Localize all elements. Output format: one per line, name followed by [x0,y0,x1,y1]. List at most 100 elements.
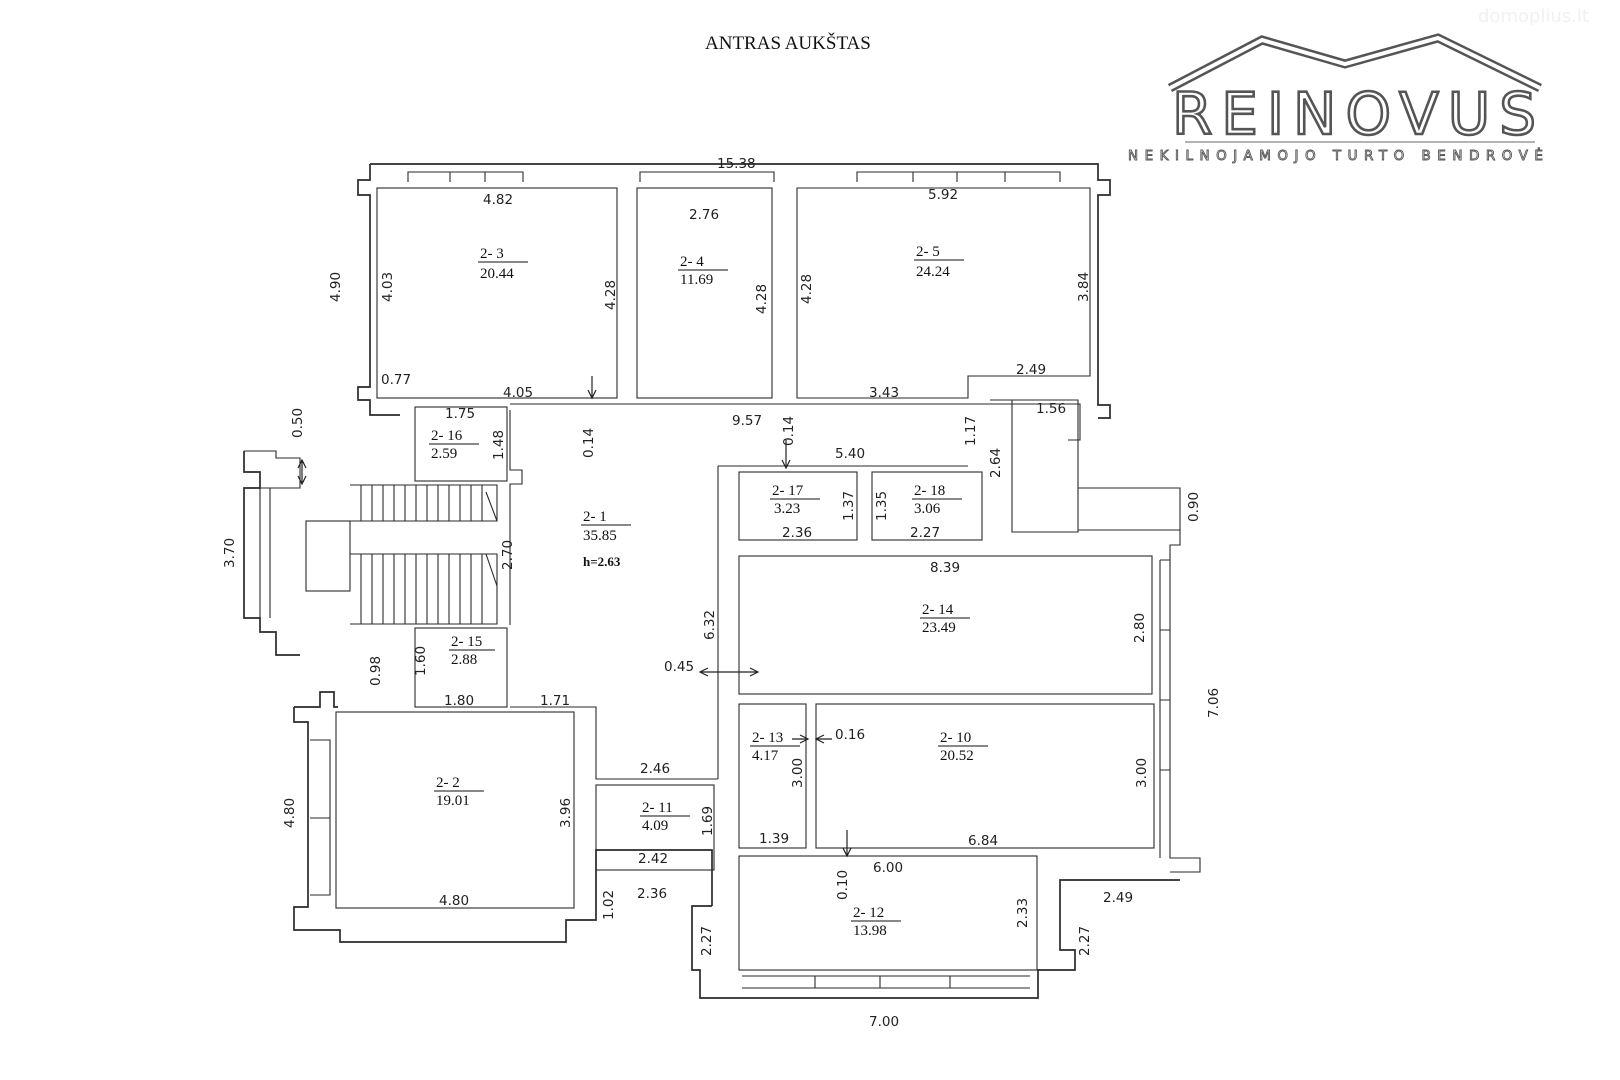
room-area: 4.09 [642,818,668,834]
room-id: 2- 4 [680,254,704,270]
dimension: 2.36 [637,886,667,902]
dimension: 0.50 [290,408,306,438]
room-id: 2- 10 [940,730,971,746]
room-area: 11.69 [680,272,713,288]
room-area: 2.59 [431,446,457,462]
dimension: 4.80 [282,798,298,828]
room-id: 2- 13 [752,730,783,746]
room-id: 2- 1 [583,509,607,525]
room-area: 20.52 [940,748,974,764]
dimension: 1.35 [874,491,890,521]
room-id: 2- 2 [436,775,460,791]
brand-name: REINOVUS [1172,80,1545,148]
room-id: 2- 12 [853,905,884,921]
dimension: 6.32 [702,610,718,640]
room-id: 2- 18 [914,483,945,499]
dimension: 2.49 [1103,890,1133,906]
room-area: 3.23 [774,501,800,517]
dimension: 1.75 [445,406,475,422]
dimension: 0.45 [664,659,694,675]
dimension: 7.06 [1206,688,1222,718]
dimension: 1.69 [700,806,716,836]
dimension: 4.28 [603,280,619,310]
dimension: 2.42 [638,851,668,867]
dimension-labels: 15.38 4.82 2.76 5.92 4.90 4.03 4.28 4.28… [222,156,1222,1030]
dimension: 0.10 [835,870,851,900]
room-area: 20.44 [480,266,514,282]
dimension: 0.14 [781,416,797,446]
dimension: 0.14 [581,428,597,458]
dimension: 1.17 [963,416,979,446]
room-area: 19.01 [436,793,470,809]
stair-treads [360,485,498,624]
dimension: 2.27 [910,525,940,541]
room-area: 23.49 [922,620,956,636]
dimension: 3.70 [222,538,238,568]
dimension: 2.36 [782,525,812,541]
dimension: 1.37 [841,491,857,521]
room-area: 24.24 [916,264,950,280]
dimension: 5.92 [928,187,958,203]
height-note: h=2.63 [583,554,621,569]
room-id: 2- 5 [916,244,940,260]
dimension: 3.00 [790,758,806,788]
room-labels: 2- 1 35.85 2- 2 19.01 2- 3 20.44 2- 4 11… [429,244,988,939]
room-area: 2.88 [451,652,477,668]
dimension: 4.03 [380,272,396,302]
dimension: 9.57 [732,413,762,429]
dimension: 2.80 [1132,613,1148,643]
room-id: 2- 16 [431,428,463,444]
room-area: 4.17 [752,748,779,764]
dimension: 1.60 [413,646,429,676]
dimension: 2.76 [689,207,719,223]
room-id: 2- 11 [642,800,673,816]
dimension: 3.96 [558,798,574,828]
dimension: 3.84 [1076,272,1092,302]
dimension: 0.90 [1186,492,1202,522]
dimension: 2.70 [500,540,516,570]
room-id: 2- 14 [922,602,954,618]
dimension: 4.82 [483,192,513,208]
dimension-arrows [297,376,852,858]
room-id: 2- 3 [480,246,504,262]
dimension: 15.38 [717,156,756,172]
plan-title: ANTRAS AUKŠTAS [705,32,871,54]
watermark: domoplius.lt [1478,6,1589,27]
dimension: 8.39 [930,560,960,576]
dimension: 1.02 [601,890,617,920]
dimension: 6.84 [968,833,998,849]
dimension: 4.28 [799,274,815,304]
dimension: 3.43 [869,385,899,401]
dimension: 5.40 [835,446,865,462]
room-area: 13.98 [853,923,887,939]
dimension: 0.77 [381,372,411,388]
dimension: 2.46 [640,761,670,777]
dimension: 4.05 [503,385,533,401]
dimension: 4.80 [439,893,469,909]
dimension: 3.00 [1134,758,1150,788]
dimension: 1.48 [491,430,507,460]
dimension: 2.33 [1015,898,1031,928]
dimension: 1.80 [444,693,474,709]
reinovus-logo: REINOVUS NEKILNOJAMOJO TURTO BENDROVĖ [1128,33,1549,164]
room-id: 2- 15 [451,634,482,650]
dimension: 6.00 [873,860,903,876]
dimension: 1.56 [1036,401,1066,417]
room-area: 35.85 [583,528,617,544]
room-area: 3.06 [914,501,941,517]
dimension: 0.16 [835,727,865,743]
dimension: 2.49 [1016,362,1046,378]
brand-tagline: NEKILNOJAMOJO TURTO BENDROVĖ [1128,146,1549,164]
dimension: 2.27 [1077,926,1093,956]
room-id: 2- 17 [772,483,804,499]
dimension: 0.98 [368,656,384,686]
dimension: 2.27 [699,926,715,956]
dimension: 4.28 [754,284,770,314]
dimension: 4.90 [328,272,344,302]
dimension: 1.71 [540,693,570,709]
dimension: 1.39 [759,831,789,847]
dimension: 2.64 [988,448,1004,478]
walls [243,163,1201,999]
dimension: 7.00 [869,1014,899,1030]
